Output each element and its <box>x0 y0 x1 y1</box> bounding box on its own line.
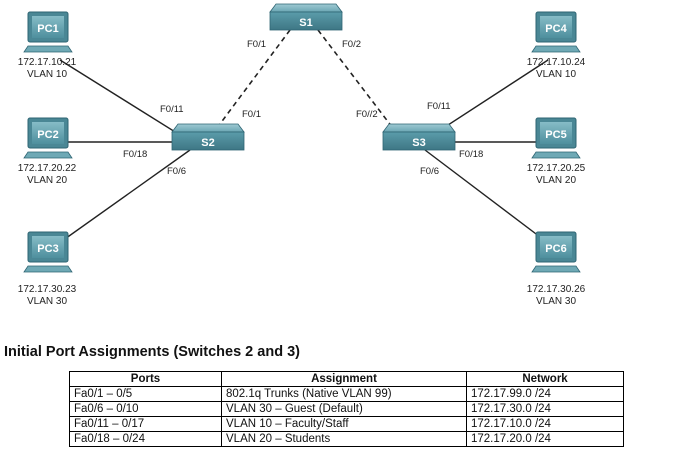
cell-ports: Fa0/18 – 0/24 <box>69 431 222 447</box>
pc-pc4[interactable]: PC4 <box>531 11 581 53</box>
pc-labels: 172.17.10.21 VLAN 10 172.17.20.22 VLAN 2… <box>18 57 586 307</box>
pc-pc6[interactable]: PC6 <box>531 231 581 273</box>
cell-ports: Fa0/6 – 0/10 <box>69 401 222 417</box>
port-assignment-table: Ports Assignment Network Fa0/1 – 0/5 802… <box>69 371 624 447</box>
pc3-ip: 172.17.30.23 <box>18 284 77 295</box>
cell-assignment: VLAN 30 – Guest (Default) <box>221 401 467 417</box>
pc1-ip: 172.17.10.21 <box>18 57 77 68</box>
pc6-vlan: VLAN 30 <box>536 296 576 307</box>
port-label-s3-f0-11: F0/11 <box>427 101 451 112</box>
pc5-vlan: VLAN 20 <box>536 175 576 186</box>
pc-name: PC3 <box>37 243 58 255</box>
switch-icon <box>171 123 245 133</box>
pc5-ip: 172.17.20.25 <box>527 163 586 174</box>
pc-name: PC6 <box>545 243 566 255</box>
pc-pc5[interactable]: PC5 <box>531 117 581 159</box>
pc6-ip: 172.17.30.26 <box>527 284 586 295</box>
access-link-s3-pc6 <box>424 149 553 247</box>
keyboard-icon <box>531 151 581 159</box>
pc3-vlan: VLAN 30 <box>27 296 67 307</box>
table-row: Fa0/11 – 0/17 VLAN 10 – Faculty/Staff 17… <box>69 416 624 432</box>
port-label-s3-f0-18: F0/18 <box>459 149 483 160</box>
port-label-s1-f0-1: F0/1 <box>247 39 266 50</box>
switch-name: S3 <box>412 137 425 149</box>
trunk-link-s1-s2 <box>207 29 291 141</box>
switch-icon <box>269 3 343 13</box>
cell-assignment: VLAN 20 – Students <box>221 431 467 447</box>
pc-pc1[interactable]: PC1 <box>23 11 73 53</box>
table-header-row: Ports Assignment Network <box>69 371 624 387</box>
column-header-ports: Ports <box>69 371 222 387</box>
column-header-network: Network <box>466 371 624 387</box>
switch-s1[interactable]: S1 <box>269 3 343 31</box>
pc1-vlan: VLAN 10 <box>27 69 67 80</box>
pc2-vlan: VLAN 20 <box>27 175 67 186</box>
links <box>54 29 553 247</box>
pc-name: PC2 <box>37 129 58 141</box>
table-row: Fa0/6 – 0/10 VLAN 30 – Guest (Default) 1… <box>69 401 624 417</box>
cell-network: 172.17.30.0 /24 <box>466 401 624 417</box>
table-row: Fa0/18 – 0/24 VLAN 20 – Students 172.17.… <box>69 431 624 447</box>
keyboard-icon <box>23 151 73 159</box>
port-label-s2-f0-6: F0/6 <box>167 166 186 177</box>
keyboard-icon <box>23 265 73 273</box>
cell-ports: Fa0/11 – 0/17 <box>69 416 222 432</box>
access-link-s2-pc1 <box>59 59 189 141</box>
port-label-s1-f0-2: F0/2 <box>342 39 361 50</box>
port-labels: F0/1 F0/1 F0/2 F0//2 F0/11 F0/18 F0/6 F0… <box>123 39 483 177</box>
pc-name: PC4 <box>545 23 567 35</box>
switch-name: S1 <box>299 17 312 29</box>
table-row: Fa0/1 – 0/5 802.1q Trunks (Native VLAN 9… <box>69 386 624 402</box>
pc4-vlan: VLAN 10 <box>536 69 576 80</box>
port-label-s2-f0-18: F0/18 <box>123 149 147 160</box>
section-title: Initial Port Assignments (Switches 2 and… <box>4 344 300 360</box>
switch-s3[interactable]: S3 <box>382 123 456 151</box>
network-topology-diagram: F0/1 F0/1 F0/2 F0//2 F0/11 F0/18 F0/6 F0… <box>18 3 586 307</box>
cell-assignment: VLAN 10 – Faculty/Staff <box>221 416 467 432</box>
switch-name: S2 <box>201 137 214 149</box>
cell-assignment: 802.1q Trunks (Native VLAN 99) <box>221 386 467 402</box>
column-header-assignment: Assignment <box>221 371 467 387</box>
pc-name: PC5 <box>545 129 566 141</box>
pc-name: PC1 <box>37 23 58 35</box>
keyboard-icon <box>531 265 581 273</box>
port-label-s3-f0-6: F0/6 <box>420 166 439 177</box>
cell-network: 172.17.10.0 /24 <box>466 416 624 432</box>
keyboard-icon <box>23 45 73 53</box>
cell-ports: Fa0/1 – 0/5 <box>69 386 222 402</box>
port-label-s3-f0-2: F0//2 <box>356 109 378 120</box>
access-link-s2-pc3 <box>54 149 191 247</box>
switch-s2[interactable]: S2 <box>171 123 245 151</box>
switch-icon <box>382 123 456 133</box>
port-label-s2-f0-11: F0/11 <box>160 104 184 115</box>
pc-pc3[interactable]: PC3 <box>23 231 73 273</box>
pc-pc2[interactable]: PC2 <box>23 117 73 159</box>
cell-network: 172.17.99.0 /24 <box>466 386 624 402</box>
port-label-s2-f0-1: F0/1 <box>242 109 261 120</box>
cell-network: 172.17.20.0 /24 <box>466 431 624 447</box>
keyboard-icon <box>531 45 581 53</box>
pc4-ip: 172.17.10.24 <box>527 57 586 68</box>
pc2-ip: 172.17.20.22 <box>18 163 77 174</box>
